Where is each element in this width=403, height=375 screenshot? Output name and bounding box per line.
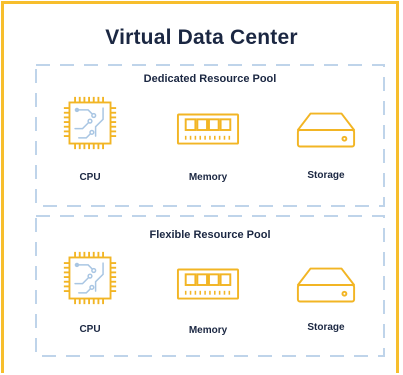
resource-label: Memory: [188, 172, 228, 183]
resource-label: Memory: [188, 325, 228, 336]
resource-label: CPU: [79, 324, 101, 335]
resource-label: Storage: [307, 322, 345, 333]
resource-storage: Storage: [281, 110, 371, 181]
storage-drive-icon: [295, 110, 357, 150]
memory-module-icon: [176, 110, 240, 150]
resource-cpu: CPU: [45, 95, 135, 183]
resource-label: Storage: [307, 170, 345, 181]
resource-label: CPU: [79, 172, 101, 183]
page-title: Virtual Data Center: [105, 26, 298, 49]
pool-title-dedicated: Dedicated Resource Pool: [143, 73, 277, 85]
cpu-chip-icon: [62, 95, 118, 151]
resource-memory: Memory: [163, 265, 253, 336]
memory-module-icon: [176, 265, 240, 305]
storage-drive-icon: [295, 265, 357, 305]
resource-cpu: CPU: [45, 250, 135, 335]
resource-storage: Storage: [281, 265, 371, 333]
pool-title-flexible: Flexible Resource Pool: [149, 229, 271, 241]
cpu-chip-icon: [62, 250, 118, 306]
resource-memory: Memory: [163, 110, 253, 183]
